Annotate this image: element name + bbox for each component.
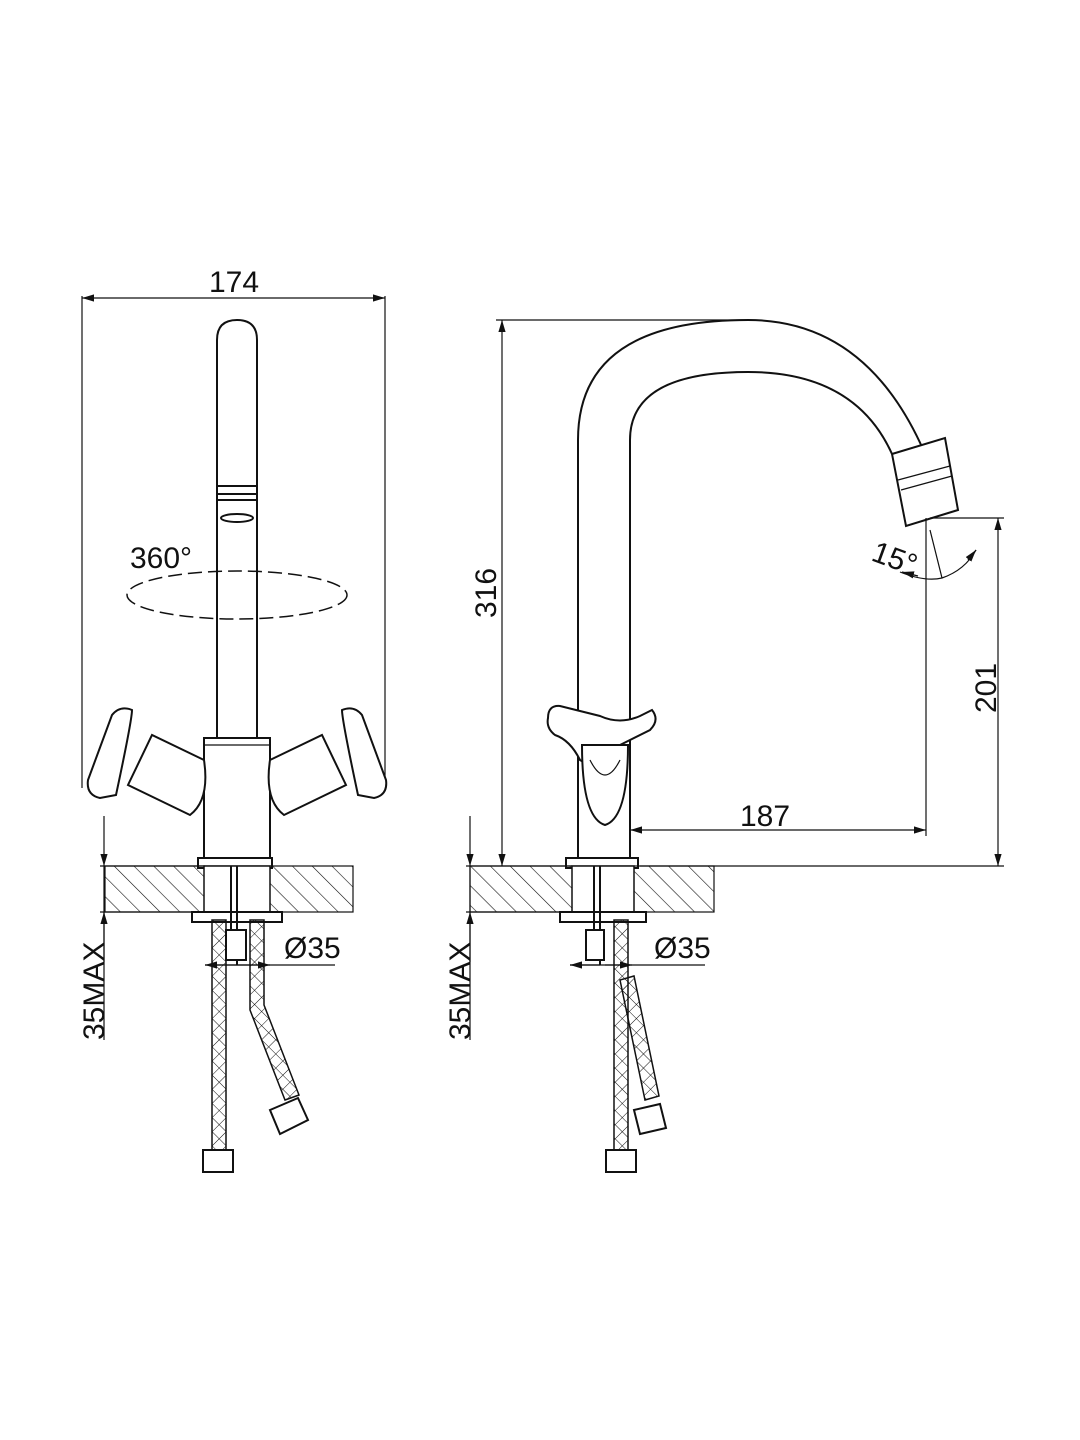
side-spout-height-dimension: 201 [640,517,1004,867]
side-reach-label: 187 [740,800,790,833]
front-hole-dimension: Ø35 [205,932,341,969]
side-reach-dimension: 187 [630,518,927,836]
front-deck-dimension: 35MAX [78,816,205,1040]
side-deck-label: 35MAX [444,942,477,1040]
side-spout [577,318,960,858]
front-spout [216,318,258,739]
front-deck [104,865,354,1173]
side-deck-dimension: 35MAX [444,816,572,1040]
side-deck [469,865,715,1173]
front-hole-label: Ø35 [284,932,341,965]
side-height-dimension: 316 [470,319,750,866]
front-width-label: 174 [209,266,259,299]
front-valve-body [86,707,388,869]
rotation-indicator: 360° [126,542,348,620]
rotation-label: 360° [130,542,192,575]
side-hole-dimension: Ø35 [570,932,711,969]
front-width-dimension: 174 [81,266,386,788]
side-spout-height-label: 201 [970,663,1003,713]
side-view: Ø35 35MAX 316 201 187 [444,318,1004,1173]
front-deck-label: 35MAX [78,942,111,1040]
side-hole-label: Ø35 [654,932,711,965]
side-handle [546,704,657,869]
side-tilt-angle: 15° [868,529,977,582]
front-view: 174 360° [78,266,388,1173]
side-height-label: 316 [470,568,503,618]
